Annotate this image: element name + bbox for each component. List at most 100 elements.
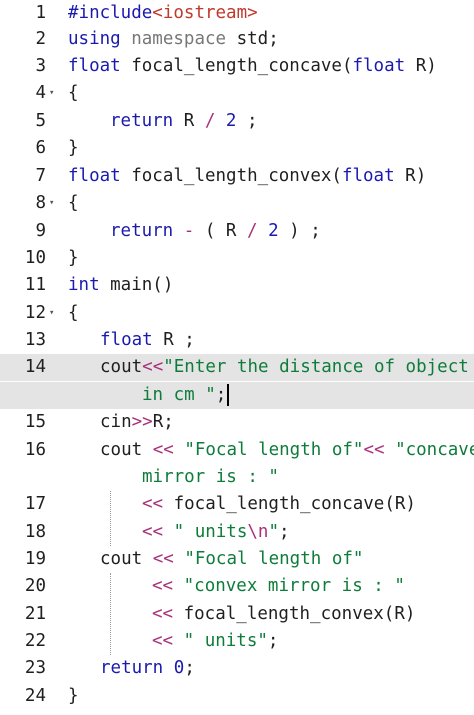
- code-text: float focal_length_concave(float R): [68, 53, 437, 80]
- line-number: 6: [35, 138, 46, 158]
- code-line[interactable]: 2 using namespace std;: [0, 26, 474, 53]
- code-token: >>: [131, 412, 153, 432]
- code-token: cout: [100, 549, 153, 569]
- code-line[interactable]: 10}: [0, 245, 474, 272]
- fold-toggle-icon[interactable]: ▾: [49, 308, 55, 318]
- code-line[interactable]: 17<< focal_length_concave(R): [0, 491, 474, 518]
- code-line[interactable]: in cm ";: [0, 382, 474, 410]
- code-token: ( R: [194, 221, 247, 241]
- code-token: 0: [173, 658, 185, 678]
- code-token: 2: [225, 111, 237, 131]
- code-token: [173, 221, 184, 241]
- code-line[interactable]: 20<< "convex mirror is : ": [0, 573, 474, 600]
- code-text: float focal_length_convex(float R): [68, 163, 426, 190]
- code-text: }: [68, 135, 79, 162]
- code-text: << " units";: [152, 628, 278, 655]
- code-token: -: [183, 221, 195, 241]
- code-line[interactable]: 22<< " units";: [0, 628, 474, 655]
- code-text: {: [68, 190, 79, 217]
- code-text: in cm ";: [142, 382, 230, 409]
- code-token: R: [173, 111, 205, 131]
- code-token: ": [268, 522, 280, 542]
- code-line[interactable]: 4▾ {: [0, 80, 474, 107]
- code-line[interactable]: 18<< " units\n";: [0, 519, 474, 546]
- code-token: return: [110, 111, 174, 131]
- code-line[interactable]: 6}: [0, 135, 474, 162]
- code-token: 2: [268, 221, 279, 241]
- code-line[interactable]: 24}: [0, 683, 474, 710]
- fold-toggle-icon[interactable]: ▾: [49, 88, 55, 98]
- code-line[interactable]: 23 return 0;: [0, 655, 474, 682]
- code-token: <<: [152, 549, 174, 569]
- code-token: focal_length_concave(R): [163, 494, 416, 514]
- code-text: using namespace std;: [68, 26, 279, 53]
- code-token: float: [352, 56, 406, 76]
- code-token: [173, 631, 184, 651]
- code-token: float: [68, 56, 121, 76]
- code-token: return: [110, 221, 174, 241]
- code-line[interactable]: 8▾ {: [0, 190, 474, 217]
- code-line[interactable]: 21<< focal_length_convex(R): [0, 601, 474, 628]
- code-token: int: [68, 275, 100, 295]
- fold-toggle-icon[interactable]: ▾: [49, 198, 55, 208]
- line-number: 23: [24, 658, 46, 678]
- line-number: 15: [24, 412, 46, 432]
- code-token: {: [68, 303, 79, 323]
- line-number: 21: [24, 604, 46, 624]
- code-line[interactable]: 15 cin>>R;: [0, 409, 474, 436]
- code-token: namespace: [131, 29, 227, 49]
- code-token: [173, 576, 184, 596]
- code-token: R): [405, 56, 437, 76]
- line-number: 12: [24, 303, 46, 323]
- line-number: 8: [35, 193, 46, 213]
- code-token: [174, 549, 185, 569]
- code-line[interactable]: 1#include<iostream>: [0, 0, 474, 27]
- code-token: <<: [152, 631, 174, 651]
- code-token: <<: [142, 357, 164, 377]
- code-line[interactable]: mirror is : ": [0, 464, 474, 491]
- code-token: main(): [99, 275, 174, 295]
- code-token: "Focal length of": [184, 440, 364, 460]
- code-text: cout<<"Enter the distance of object: [100, 354, 469, 381]
- code-text: return 0;: [100, 655, 195, 682]
- code-token: #include: [68, 3, 153, 23]
- code-token: ;: [215, 385, 227, 405]
- code-token: float: [100, 330, 153, 350]
- code-token: "concave: [395, 440, 474, 460]
- code-token: [215, 111, 226, 131]
- code-line[interactable]: 13 float R ;: [0, 327, 474, 354]
- code-text: {: [68, 80, 79, 107]
- code-token: float: [68, 166, 121, 186]
- code-token: [258, 221, 269, 241]
- code-token: }: [68, 686, 79, 706]
- code-text: float R ;: [100, 327, 195, 354]
- code-line[interactable]: 12▾ {: [0, 300, 474, 327]
- code-text: cin>>R;: [100, 409, 174, 436]
- line-number: 19: [24, 549, 46, 569]
- line-number: 13: [24, 330, 46, 350]
- code-token: [174, 440, 185, 460]
- code-text: }: [68, 245, 79, 272]
- code-token: ;: [184, 658, 195, 678]
- line-number: 24: [24, 686, 46, 706]
- line-number: 14: [24, 357, 46, 377]
- line-number: 2: [35, 29, 46, 49]
- line-number: 4: [35, 83, 46, 103]
- code-line[interactable]: 14 cout<<"Enter the distance of object: [0, 354, 474, 382]
- text-cursor: [227, 384, 230, 406]
- line-number: 16: [24, 440, 46, 460]
- code-token: in cm ": [142, 385, 216, 405]
- code-text: mirror is : ": [142, 464, 279, 491]
- code-token: <<: [363, 440, 385, 460]
- code-token: \n: [247, 522, 269, 542]
- code-text: int main(): [68, 272, 173, 299]
- line-number: 5: [35, 111, 46, 131]
